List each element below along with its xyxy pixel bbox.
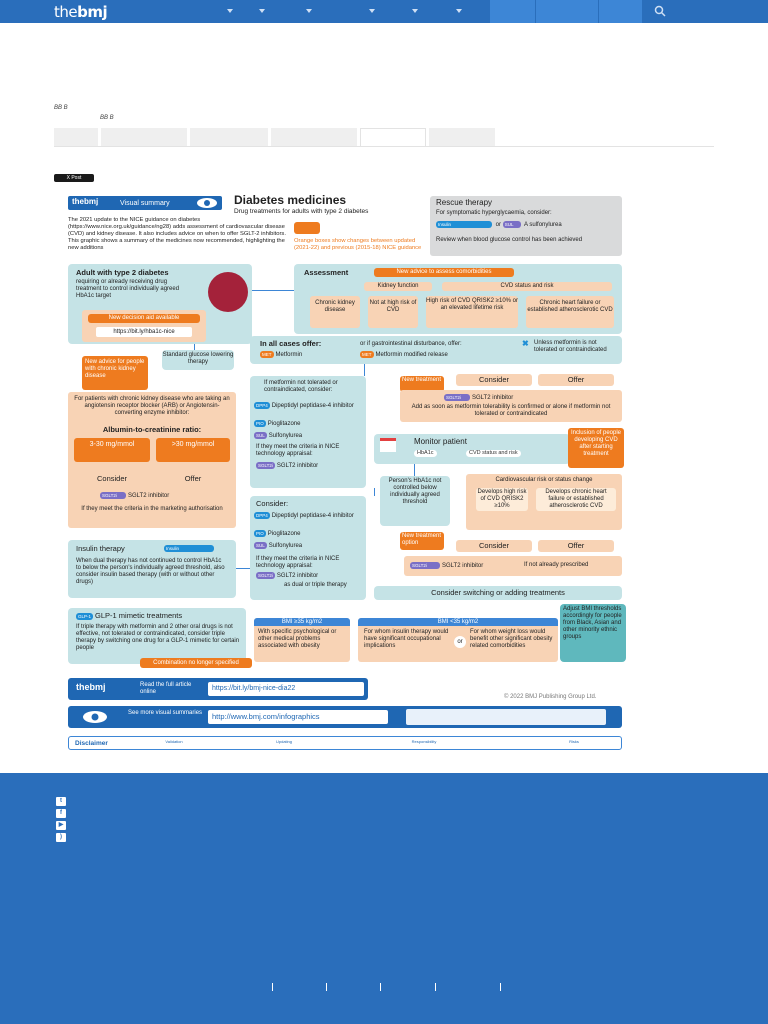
bmj-logo[interactable]: thebmj: [54, 3, 108, 21]
ckd-new-advice: New advice for people with chronic kidne…: [82, 356, 148, 390]
rss-icon[interactable]: ): [56, 833, 66, 842]
calendar-icon: [380, 438, 396, 452]
intro-text: The 2021 update to the NICE guidance on …: [68, 217, 286, 251]
assessment-box: Assessment New advice to assess comorbid…: [294, 264, 622, 334]
nav-action-buttons[interactable]: [490, 0, 642, 23]
more-summaries-banner: See more visual summaries http://www.bmj…: [68, 706, 622, 728]
standard-glucose-box: Standard glucose lowering therapy: [162, 350, 234, 370]
metformin-not-tolerated-box: If metformin not tolerated or contraindi…: [250, 376, 366, 488]
nav-dropdown-2[interactable]: [259, 9, 265, 13]
top-navbar: thebmj: [0, 0, 768, 23]
sulf-tag: SUL: [502, 221, 521, 228]
nav-dropdown-6[interactable]: [456, 9, 462, 13]
new-treatment-option-label: New treatment option: [400, 532, 444, 550]
disclaimer-bar: Disclaimer Validation Updating Responsib…: [68, 736, 622, 750]
article-link[interactable]: https://bit.ly/bmj-nice-dia22: [208, 682, 364, 696]
search-icon[interactable]: [654, 5, 666, 17]
rescue-therapy-box: Rescue therapy For symptomatic hyperglyc…: [430, 196, 622, 256]
tab-2[interactable]: [101, 128, 187, 146]
copyright: © 2022 BMJ Publishing Group Ltd.: [504, 694, 597, 700]
legend-orange-swatch: [294, 222, 320, 234]
infographic-title: Diabetes medicines: [234, 193, 347, 207]
youtube-icon[interactable]: ▶: [56, 821, 66, 830]
ckd-box: For patients with chronic kidney disease…: [68, 392, 236, 528]
thumbnail-strip[interactable]: [406, 709, 606, 725]
combination-label: Combination no longer specified: [140, 658, 252, 668]
tab-6[interactable]: [429, 128, 495, 146]
insulin-therapy-box: Insulin therapy Insulin When dual therap…: [68, 540, 236, 598]
bmi35-low-box: BMI <35 kg/m2 For whom insulin therapy w…: [358, 618, 558, 662]
blood-cells-image: [208, 272, 248, 312]
monitor-patient-box: Monitor patient HbA1c CVD status and ris…: [374, 434, 570, 464]
bmi35-high-box: BMI ≥35 kg/m2 With specific psychologica…: [254, 618, 350, 662]
infographics-link[interactable]: http://www.bmj.com/infographics: [208, 710, 388, 724]
consider-switching-box: Consider switching or adding treatments: [374, 586, 622, 600]
decision-aid-box: New decision aid available https://bit.l…: [82, 310, 206, 342]
adjust-bmi-box: Adjust BMI thresholds accordingly for pe…: [560, 604, 626, 662]
read-article-banner: thebmj Read the full article online http…: [68, 678, 368, 700]
tab-1[interactable]: [54, 128, 98, 146]
hba1c-not-controlled-box: Person's HbA1c not controlled below indi…: [380, 476, 450, 526]
diabetes-infographic: thebmj Visual summary Diabetes medicines…: [64, 190, 630, 758]
new-treatment-label: New treatment: [400, 376, 444, 392]
tab-5-active[interactable]: [360, 128, 426, 146]
nav-dropdown-1[interactable]: [227, 9, 233, 13]
twitter-icon[interactable]: t: [56, 797, 66, 806]
inclusion-label: Inclusion of people developing CVD after…: [568, 428, 624, 468]
tab-4[interactable]: [271, 128, 357, 146]
decision-aid-link[interactable]: https://bit.ly/hba1c-nice: [96, 327, 192, 337]
nav-dropdown-5[interactable]: [412, 9, 418, 13]
meta-text-2: BB B: [100, 115, 114, 121]
visual-summary-banner: thebmj Visual summary: [68, 196, 222, 210]
eye-icon: [197, 198, 217, 208]
meta-text-1: BB B: [54, 105, 68, 111]
tab-3[interactable]: [190, 128, 268, 146]
cross-icon: ✖: [522, 339, 529, 348]
facebook-icon[interactable]: f: [56, 809, 66, 818]
eye-icon: [83, 711, 107, 723]
nav-dropdown-3[interactable]: [306, 9, 312, 13]
insulin-tag: Insulin: [436, 221, 492, 228]
legend-text: Orange boxes show changes between update…: [294, 238, 422, 251]
infographic-subtitle: Drug treatments for adults with type 2 d…: [234, 208, 369, 215]
x-post-button[interactable]: X Post: [54, 174, 94, 182]
nav-dropdown-4[interactable]: [369, 9, 375, 13]
site-footer: t f ▶ ): [0, 773, 768, 1024]
cv-risk-change-box: Cardiovascular risk or status change Dev…: [466, 474, 622, 530]
